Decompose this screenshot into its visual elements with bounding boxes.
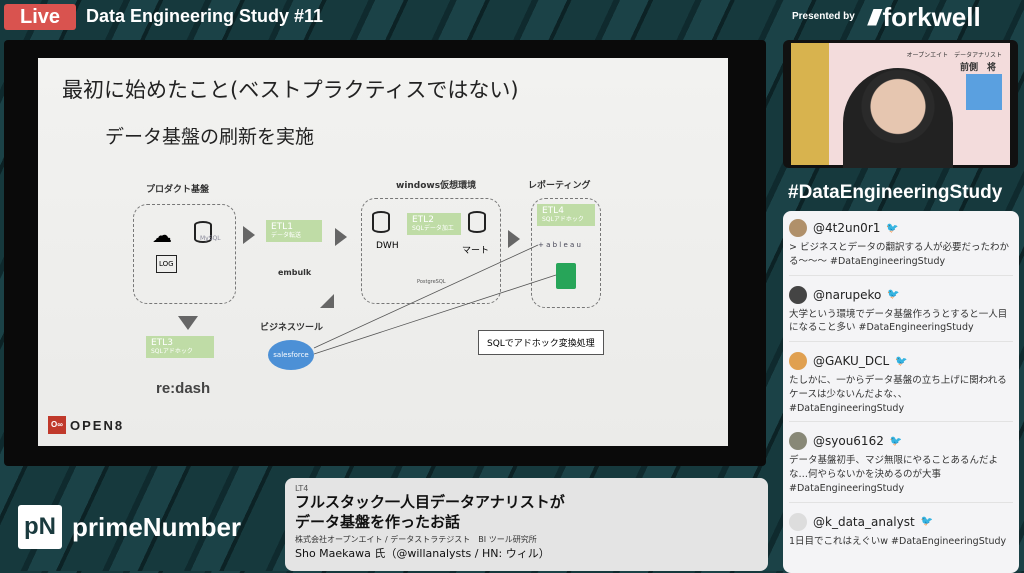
speaker-video (843, 68, 953, 168)
qr-code-icon (966, 74, 1002, 110)
tableau-logo: + a b l e a u (538, 241, 581, 249)
arrow-down-icon (178, 316, 198, 330)
embulk-logo: embulk (278, 268, 312, 277)
avatar (789, 352, 807, 371)
twitter-icon: 🐦 (889, 435, 903, 447)
twitter-icon: 🐦 (920, 516, 934, 528)
speaker-fullname: Sho Maekawa 氏（@willanalysts / HN: ウィル） (295, 547, 550, 560)
tweet-text: > ビジネスとデータの翻訳する人が必要だったわかる〜〜〜 #DataEngine… (789, 242, 1009, 267)
windows-label: windows仮想環境 (396, 181, 477, 191)
forkwell-logo: ////forkwell (868, 2, 981, 33)
avatar (789, 285, 807, 304)
mysql-label: MySQL (200, 235, 221, 242)
slide-title: 最初に始めたこと(ベストプラクティスではない) (62, 78, 519, 102)
tweet-handle: @syou6162 (813, 434, 884, 449)
mart-db-icon (468, 211, 486, 233)
tweet: @k_data_analyst 🐦 1日目でこれはえぐいw #DataEnginee… (789, 509, 1013, 555)
tweet: @GAKU_DCL 🐦 たしかに、一からデータ基盤の立ち上げに関われるケースは少ない… (789, 348, 1013, 423)
talk-number: LT4 (295, 484, 309, 493)
arrow-icon (243, 226, 255, 244)
twitter-icon: 🐦 (886, 222, 899, 234)
tweet: @narupeko 🐦 大学という環境でデータ基盤作ろうとすると一人目になること多い… (789, 282, 1013, 343)
forkwell-text: forkwell (882, 2, 981, 32)
avatar (789, 432, 807, 451)
tweet-feed: @4t2un0r1 🐦 > ビジネスとデータの翻訳する人が必要だったわかる〜〜〜 #… (783, 211, 1019, 573)
business-tools-label: ビジネスツール (260, 323, 324, 333)
tweet: @syou6162 🐦 データ基盤初手、マジ無限にやることあるんだよな…何やらないか… (789, 428, 1013, 503)
speaker-role: オープンエイト データアナリスト (906, 52, 1002, 59)
tweet-text: 大学という環境でデータ基盤作ろうとすると一人目になること多い #DataEngi… (789, 308, 1008, 334)
primenumber-mark: pN (18, 505, 62, 549)
tweet-text: 1日目でこれはえぐいw #DataEngineeringStudy (789, 535, 1007, 547)
live-badge: Live (4, 4, 76, 30)
primenumber-logo: pN primeNumber (18, 505, 241, 549)
speaker-camera: オープンエイト データアナリスト 前側 将 (783, 40, 1018, 168)
speaker-name: 前側 将 (959, 63, 996, 73)
tweet-text: データ基盤初手、マジ無限にやることあるんだよな…何やらないかを決めるのが大事 #… (789, 455, 999, 494)
tweet-handle: @GAKU_DCL (813, 354, 890, 369)
speaker-affiliation: 株式会社オープンエイト / データストラテジスト BI ツール研究所 (295, 535, 537, 544)
avatar (789, 512, 807, 531)
cloud-server-icon: ☁ (152, 223, 172, 247)
talk-title-line1: フルスタック一人目データアナリストが (295, 493, 565, 511)
tweet-handle: @narupeko (813, 287, 882, 302)
slide: 最初に始めたこと(ベストプラクティスではない) データ基盤の刷新を実施 プロダク… (38, 58, 728, 446)
sheets-icon (556, 263, 576, 289)
product-label: プロダクト基盤 (146, 185, 210, 195)
primenumber-text: primeNumber (72, 511, 242, 542)
callout: SQLでアドホック変換処理 (478, 330, 604, 355)
tweet-text: たしかに、一からデータ基盤の立ち上げに関われるケースは少ないんだよな、、 #Da… (789, 375, 1007, 414)
presented-by: Presented by (792, 11, 855, 22)
postgres-logo: PostgreSQL (417, 279, 446, 285)
mysql-icon (194, 221, 212, 243)
tweet: @4t2un0r1 🐦 > ビジネスとデータの翻訳する人が必要だったわかる〜〜〜 #… (789, 215, 1013, 276)
hashtag-heading: #DataEngineeringStudy (788, 182, 1003, 203)
redash-logo: re:dash (156, 380, 211, 397)
salesforce-logo: salesforce (268, 340, 314, 370)
event-title: Data Engineering Study #11 (86, 6, 324, 26)
talk-caption: LT4 フルスタック一人目データアナリストが データ基盤を作ったお話 株式会社オ… (285, 478, 768, 571)
twitter-icon: 🐦 (887, 289, 900, 301)
tweet-handle: @k_data_analyst (813, 514, 915, 529)
reporting-label: レポーティング (528, 181, 591, 191)
mart-label: マート (462, 246, 490, 256)
log-file-icon: LOG (156, 255, 177, 273)
open8-logo: O∞OPEN8 (48, 416, 124, 434)
product-box: ☁ MySQL LOG (133, 204, 236, 304)
talk-title-line2: データ基盤を作ったお話 (295, 512, 461, 531)
arrow-icon (335, 228, 347, 246)
forkwell-mark-icon: //// (868, 4, 881, 30)
tweet-handle: @4t2un0r1 (813, 221, 881, 235)
connector-lines (313, 244, 557, 355)
twitter-icon: 🐦 (895, 355, 908, 367)
dwh-db-icon (372, 211, 390, 233)
arrow-icon (508, 230, 520, 248)
dwh-label: DWH (376, 241, 399, 251)
slide-subtitle: データ基盤の刷新を実施 (105, 126, 315, 148)
avatar (789, 219, 807, 237)
